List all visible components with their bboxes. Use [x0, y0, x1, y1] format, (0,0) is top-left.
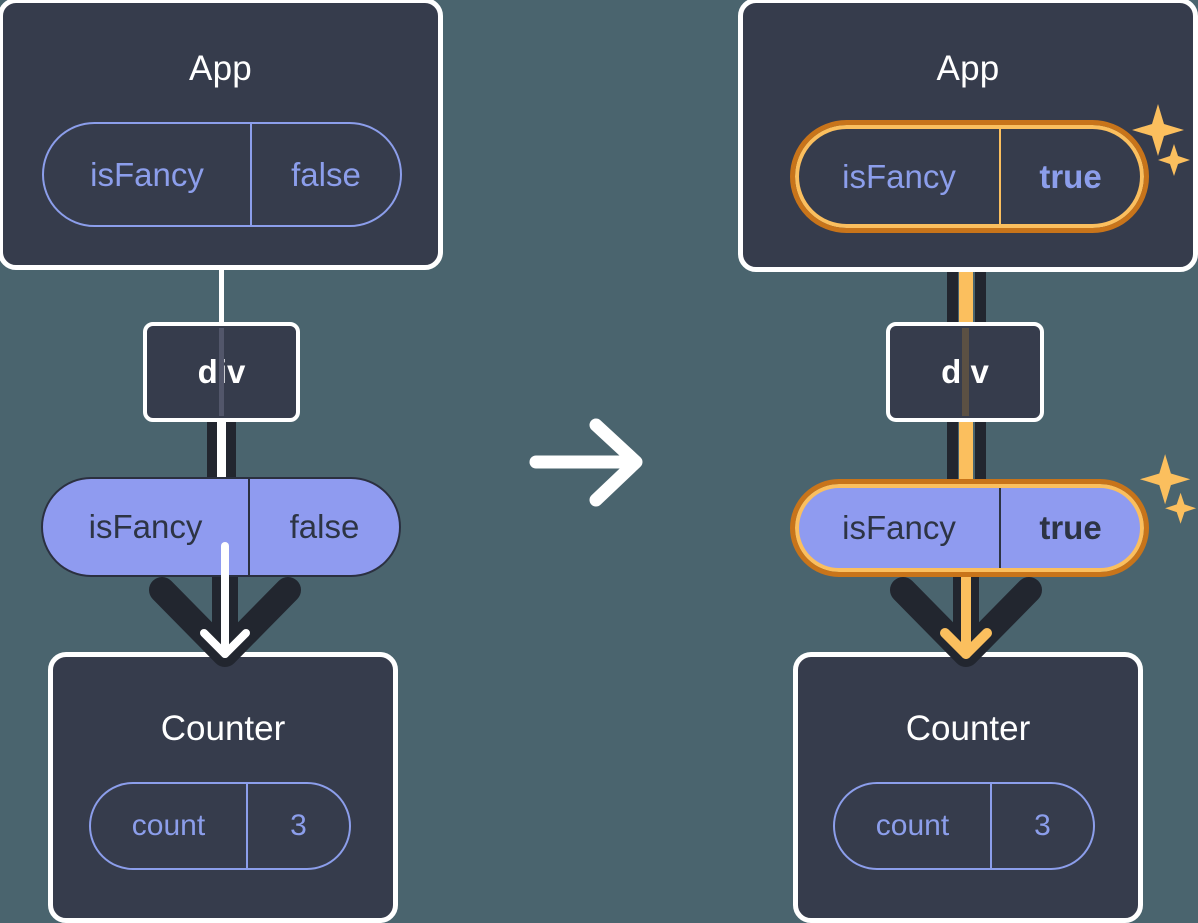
- app-state-value-before: false: [250, 124, 400, 225]
- connector-through-div-before: [219, 328, 224, 416]
- connector-app-to-div-before: [219, 262, 224, 324]
- counter-state-value-before: 3: [246, 784, 349, 868]
- connector-div-to-prop-orange-after: [959, 412, 973, 484]
- connector-div-to-prop-dark-right-after: [975, 412, 986, 484]
- counter-state-key-before: count: [131, 809, 206, 842]
- counter-state-value-after: 3: [990, 784, 1093, 868]
- connector-div-to-prop-dark-left-before: [207, 412, 217, 480]
- connector-div-to-prop-white-before: [217, 412, 226, 480]
- counter-title-before: Counter: [160, 709, 286, 748]
- app-state-pill-before[interactable]: isFancy false: [42, 122, 402, 227]
- prop-flow-arrow-inner-after: [940, 541, 992, 659]
- before-panel: App isFancy false div isFancy false: [0, 0, 520, 923]
- prop-value-before: false: [248, 479, 399, 575]
- prop-key-before: isFancy: [88, 508, 203, 545]
- app-title-after: App: [936, 49, 1000, 88]
- connector-app-to-div-dark-left-after: [947, 232, 958, 330]
- transition-arrow-icon: [529, 418, 643, 507]
- app-state-pill-after[interactable]: isFancy true: [790, 120, 1149, 233]
- connector-through-div-after: [962, 328, 969, 416]
- app-state-value-after: true: [999, 129, 1140, 224]
- app-state-key-after: isFancy: [842, 157, 956, 195]
- prop-key-after: isFancy: [842, 509, 956, 546]
- sparkle-icon-app-after: [1132, 104, 1190, 176]
- connector-div-to-prop-dark-left-after: [947, 412, 958, 484]
- counter-state-pill-before[interactable]: count 3: [89, 782, 351, 870]
- counter-state-pill-after[interactable]: count 3: [833, 782, 1095, 870]
- prop-flow-arrow-inner-before: [200, 542, 250, 658]
- app-title-before: App: [189, 49, 252, 88]
- sparkle-icon-prop-after: [1139, 454, 1197, 524]
- counter-title-after: Counter: [905, 709, 1031, 748]
- connector-app-to-div-dark-right-after: [975, 232, 986, 330]
- prop-pill-after[interactable]: isFancy true: [790, 479, 1149, 577]
- after-panel: App isFancy true div isFancy true: [738, 0, 1198, 923]
- connector-div-to-prop-dark-right-before: [226, 412, 236, 480]
- prop-value-after: true: [999, 488, 1140, 568]
- counter-state-key-after: count: [875, 809, 950, 842]
- app-state-key-before: isFancy: [90, 155, 204, 193]
